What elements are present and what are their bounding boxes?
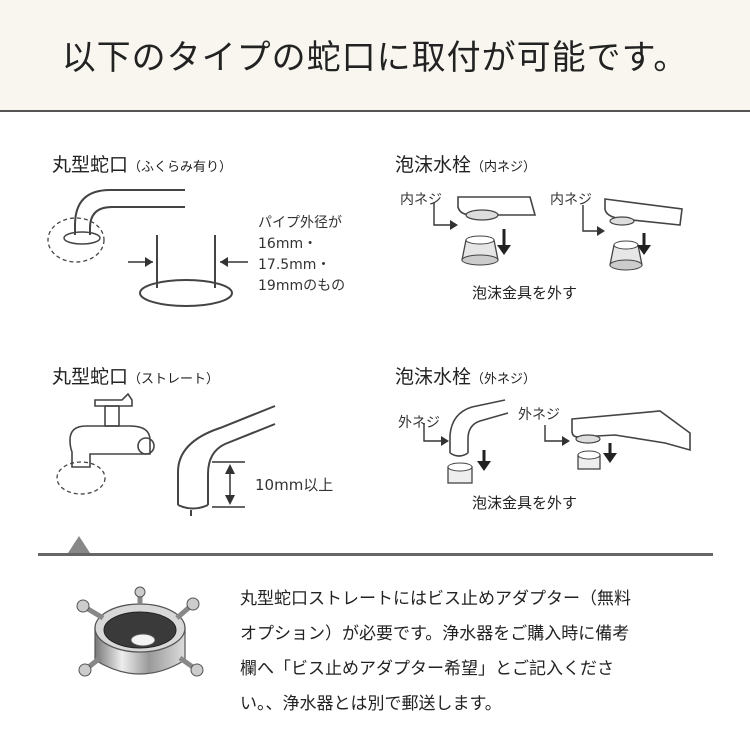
round-straight-title: 丸型蛇口 [52,366,129,388]
screw-adapter-icon [76,586,204,677]
adapter-description: 丸型蛇口ストレートにはビス止めアダプター（無料 オプション）が必要です。浄水器を… [240,582,720,722]
aerator-inner-title-group: 泡沫水栓（内ネジ） [395,150,536,177]
description-line: オプション）が必要です。浄水器をご購入時に備考 [240,624,630,644]
round-bulge-title-group: 丸型蛇口（ふくらみ有り） [52,150,232,177]
outer-thread-label-left: 外ネジ [398,415,440,431]
round-bulge-subtitle: （ふくらみ有り） [128,160,233,175]
height-note: 10mm以上 [255,476,334,494]
round-bulge-faucet-icon [47,189,248,307]
pipe-note-line: 19mmのもの [258,278,346,294]
aerator-outer-title-group: 泡沫水栓（外ネジ） [395,362,536,389]
pipe-note-line: 16mm・ [258,236,318,252]
aerator-outer-title: 泡沫水栓 [395,366,472,388]
round-straight-subtitle: （ストレート） [128,372,220,387]
round-straight-faucet-icon [56,392,276,516]
aerator-inner-title: 泡沫水栓 [395,154,472,176]
pipe-diameter-note: パイプ外径が 16mm・ 17.5mm・ 19mmのもの [258,213,345,297]
pipe-note-line: 17.5mm・ [258,257,331,273]
outer-remove-caption: 泡沫金具を外す [472,494,578,512]
page-title: 以下のタイプの蛇口に取付が可能です。 [61,38,689,78]
inner-thread-label-right: 内ネジ [550,192,592,208]
aerator-outer-subtitle: （外ネジ） [471,372,537,387]
outer-thread-label-right: 外ネジ [518,407,560,423]
description-line: 丸型蛇口ストレートにはビス止めアダプター（無料 [240,589,631,609]
round-bulge-title: 丸型蛇口 [52,154,129,176]
aerator-inner-faucet-icon [433,196,683,271]
aerator-outer-faucet-icon [423,399,691,484]
aerator-inner-subtitle: （内ネジ） [471,160,537,175]
round-straight-title-group: 丸型蛇口（ストレート） [52,362,219,389]
inner-remove-caption: 泡沫金具を外す [472,284,578,302]
description-line: 欄へ「ビス止めアダプター希望」とご記入くださ [240,659,614,679]
header-band [0,0,750,110]
header-divider [0,110,750,112]
description-line: い。、浄水器とは別で郵送します。 [240,694,502,714]
pipe-note-line: パイプ外径が [258,215,342,231]
divider-triangle [68,536,90,553]
section-divider [38,553,713,556]
inner-thread-label-left: 内ネジ [400,192,442,208]
